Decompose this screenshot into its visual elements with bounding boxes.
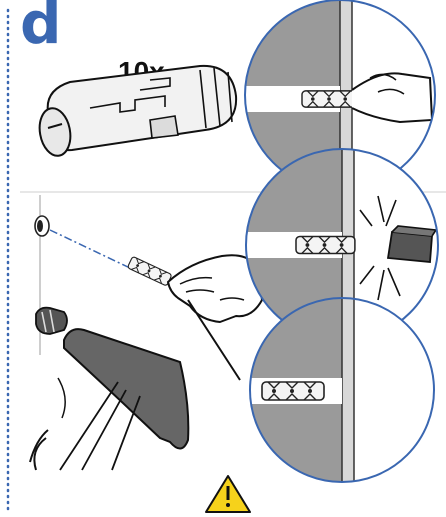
insertion-guide-line [49, 229, 131, 269]
detail-circle-3 [249, 297, 435, 483]
step-letter: d [20, 0, 62, 57]
hand-icon [167, 254, 263, 381]
hole-icon [34, 215, 50, 237]
wall-plug-large-icon [38, 64, 238, 157]
anchor-icon [126, 255, 173, 287]
panel-icon [29, 328, 190, 471]
inserted-plug-icon [35, 306, 68, 335]
hammer-icon [386, 225, 438, 263]
detail-circle-2 [245, 148, 439, 342]
warning-icon [205, 475, 251, 513]
